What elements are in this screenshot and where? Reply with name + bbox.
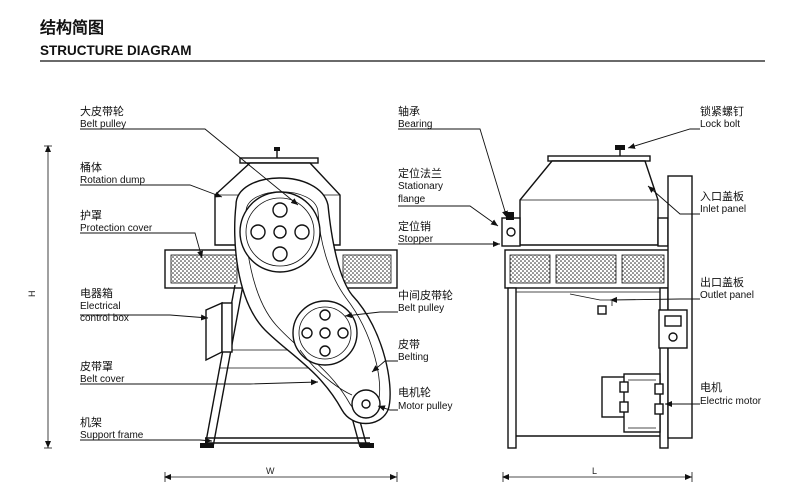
svg-text:中间皮带轮: 中间皮带轮 xyxy=(398,288,453,302)
svg-text:flange: flange xyxy=(398,194,426,205)
dimension-length: L xyxy=(502,466,693,482)
front-label-support-frame: 机架 Support frame xyxy=(80,415,144,441)
svg-text:皮带罩: 皮带罩 xyxy=(80,360,113,373)
svg-text:Inlet panel: Inlet panel xyxy=(700,204,746,215)
side-support-frame xyxy=(507,175,693,449)
svg-text:轴承: 轴承 xyxy=(398,104,420,118)
svg-text:Bearing: Bearing xyxy=(398,119,432,130)
middle-label-middle-pulley: 中间皮带轮 Belt pulley xyxy=(398,288,453,314)
svg-text:电机轮: 电机轮 xyxy=(398,385,431,399)
dimension-height: H xyxy=(27,145,52,449)
front-label-rotation-dump: 桶体 Rotation dump xyxy=(80,160,145,186)
header-title-en: STRUCTURE DIAGRAM xyxy=(40,43,192,58)
front-big-pulley xyxy=(239,191,321,273)
front-motor-pulley xyxy=(351,389,381,419)
middle-label-belting: 皮带 Belting xyxy=(398,338,429,363)
dimension-width: W xyxy=(164,466,398,482)
svg-text:Outlet panel: Outlet panel xyxy=(700,290,754,301)
front-label-electrical-box: 电器箱 Electrical control box xyxy=(80,286,129,324)
side-electrical-box xyxy=(658,309,688,349)
svg-text:Belt pulley: Belt pulley xyxy=(398,303,444,314)
side-label-outlet-panel: 出口盖板 Outlet panel xyxy=(700,275,754,301)
side-leaders xyxy=(609,128,700,407)
svg-text:Electric motor: Electric motor xyxy=(700,396,762,407)
svg-text:电器箱: 电器箱 xyxy=(80,286,113,300)
side-view xyxy=(501,145,693,449)
svg-text:护罩: 护罩 xyxy=(80,208,102,222)
front-belting xyxy=(299,349,353,396)
side-label-electric-motor: 电机 Electric motor xyxy=(700,380,762,407)
front-leaders xyxy=(80,128,319,444)
header-title-cn: 结构简图 xyxy=(39,18,104,37)
svg-text:Stopper: Stopper xyxy=(398,234,434,245)
side-label-lock-bolt: 锁紧螺钉 Lock bolt xyxy=(700,104,744,130)
side-electric-motor xyxy=(601,373,664,433)
front-label-belt-pulley: 大皮带轮 Belt pulley xyxy=(80,104,126,130)
svg-text:锁紧螺钉: 锁紧螺钉 xyxy=(700,104,744,118)
svg-text:电机: 电机 xyxy=(700,380,722,394)
svg-text:Protection cover: Protection cover xyxy=(80,223,153,234)
side-label-inlet-panel: 入口盖板 Inlet panel xyxy=(700,189,746,215)
front-electrical-box xyxy=(205,301,233,362)
svg-text:桶体: 桶体 xyxy=(80,160,102,174)
side-protection-cover xyxy=(504,249,671,289)
middle-label-bearing: 轴承 Bearing xyxy=(398,104,432,130)
svg-text:Electrical: Electrical xyxy=(80,301,121,312)
front-lid xyxy=(239,147,319,164)
dimension-width-label: W xyxy=(266,466,275,476)
front-middle-pulley xyxy=(292,300,358,366)
middle-label-stopper: 定位销 Stopper xyxy=(398,219,434,245)
svg-text:出口盖板: 出口盖板 xyxy=(700,275,744,289)
side-rotation-dump xyxy=(519,160,659,246)
svg-text:大皮带轮: 大皮带轮 xyxy=(80,104,124,118)
middle-label-stationary-flange: 定位法兰 Stationary flange xyxy=(398,166,443,205)
front-protection-cover xyxy=(164,249,398,289)
svg-text:control box: control box xyxy=(80,313,129,324)
svg-text:Belt cover: Belt cover xyxy=(80,374,125,385)
svg-text:Support frame: Support frame xyxy=(80,430,144,441)
svg-text:Stationary: Stationary xyxy=(398,181,443,192)
svg-text:Motor pulley: Motor pulley xyxy=(398,401,452,412)
svg-text:Lock bolt: Lock bolt xyxy=(700,119,740,130)
svg-text:皮带: 皮带 xyxy=(398,338,420,351)
svg-text:Belt pulley: Belt pulley xyxy=(80,119,126,130)
side-outlet xyxy=(569,293,613,315)
dimension-length-label: L xyxy=(592,466,597,476)
middle-leaders xyxy=(344,128,508,412)
svg-text:Belting: Belting xyxy=(398,352,429,363)
svg-text:机架: 机架 xyxy=(80,415,102,429)
svg-text:定位销: 定位销 xyxy=(398,219,431,233)
front-view xyxy=(164,147,398,448)
middle-label-motor-pulley: 电机轮 Motor pulley xyxy=(398,385,452,412)
front-label-belt-cover: 皮带罩 Belt cover xyxy=(80,360,125,385)
front-label-protection-cover: 护罩 Protection cover xyxy=(80,208,153,234)
svg-text:Rotation dump: Rotation dump xyxy=(80,175,145,186)
svg-text:入口盖板: 入口盖板 xyxy=(700,189,744,203)
dimension-height-label: H xyxy=(27,291,37,298)
header: 结构简图 STRUCTURE DIAGRAM xyxy=(39,18,765,62)
svg-text:定位法兰: 定位法兰 xyxy=(398,166,442,180)
